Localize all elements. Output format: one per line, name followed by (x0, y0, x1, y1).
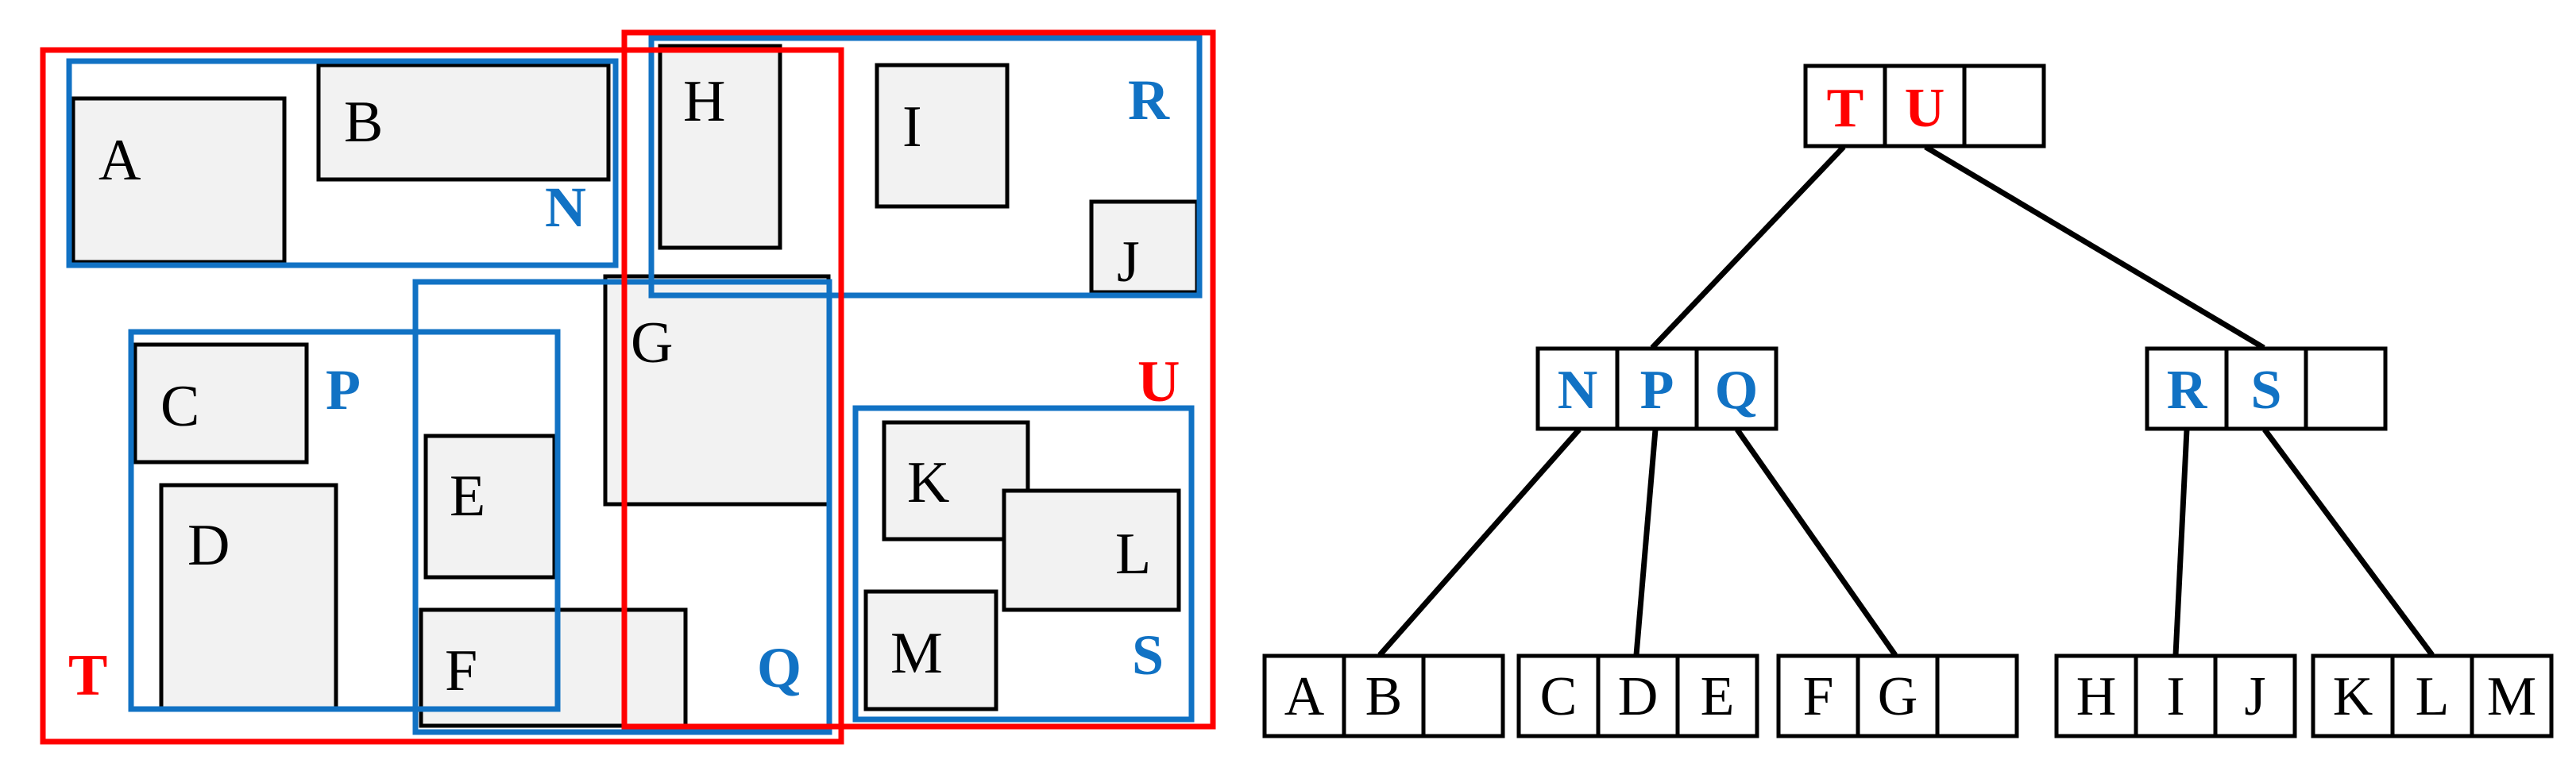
leaf-entry-J: J (2244, 666, 2265, 727)
object-label-H: H (683, 69, 725, 134)
object-C: C (133, 342, 309, 465)
object-D: D (159, 483, 338, 711)
level2-mbrs: N P Q R S (66, 35, 1203, 735)
leaf-entry-M: M (2487, 666, 2536, 727)
leaf-node-HIJ: H I J (2054, 653, 2297, 738)
object-label-J: J (1117, 229, 1140, 295)
mbr-label-Q: Q (757, 636, 801, 700)
mbr-R: R (648, 35, 1203, 299)
edge-S-to-KLM (2262, 427, 2435, 657)
leaf-entry-C: C (1540, 666, 1578, 727)
object-label-F: F (445, 638, 477, 704)
mbr-label-U: U (1137, 349, 1180, 414)
leaf-entry-F: F (1803, 666, 1834, 727)
mbr-label-N: N (545, 175, 586, 239)
level1-mbrs: T U (40, 29, 1216, 745)
mbr-label-T: T (68, 643, 107, 708)
mbr-P: P (128, 329, 561, 712)
leaf-entry-H: H (2076, 666, 2117, 727)
internal-node-NPQ: N P Q (1535, 346, 1778, 431)
mbr-label-R: R (1128, 68, 1170, 132)
object-G: G (603, 274, 831, 507)
object-label-G: G (631, 310, 673, 376)
object-label-K: K (907, 450, 949, 515)
tree-edges (1377, 144, 2435, 657)
object-label-I: I (902, 94, 922, 160)
object-H: H (658, 44, 782, 250)
object-label-E: E (450, 464, 485, 529)
root-entry-T: T (1827, 78, 1864, 139)
leaf-node-CDE: C D E (1516, 653, 1759, 738)
object-label-D: D (187, 513, 230, 578)
root-node: T U (1803, 64, 2046, 148)
leaf-node-ABx: A B (1262, 653, 1505, 738)
leaf-entry-L: L (2416, 666, 2450, 727)
mbr-S: S (852, 405, 1195, 723)
object-B: B (316, 63, 611, 182)
object-M: M (863, 589, 998, 711)
edge-P-to-CDE (1633, 429, 1659, 656)
internal-entry-Q: Q (1715, 360, 1758, 421)
object-label-L: L (1115, 522, 1151, 587)
leaf-entry-I: I (2166, 666, 2184, 727)
leaf-entry-B: B (1365, 666, 1403, 727)
leaf-entry-D: D (1618, 666, 1659, 727)
object-L: L (1002, 488, 1181, 612)
edge-Q-to-FG (1735, 427, 1898, 657)
internal-entry-S: S (2251, 360, 2282, 421)
mbr-U: U (621, 29, 1216, 730)
object-J: J (1089, 199, 1199, 295)
mbr-label-S: S (1132, 623, 1164, 687)
leaf-entry-G: G (1878, 666, 1918, 727)
object-I: I (875, 63, 1010, 209)
leaf-entry-K: K (2333, 666, 2373, 727)
mbr-T: T (40, 47, 844, 745)
edge-U-to-RS (1924, 144, 2265, 351)
root-entry-U: U (1905, 78, 1945, 139)
rtree-structure: T U N P Q R S A B (1262, 64, 2554, 738)
object-label-M: M (890, 621, 943, 686)
edge-T-to-NPQ (1650, 145, 1846, 350)
mbr-N: N (66, 58, 619, 268)
edge-R-to-HIJ (2172, 429, 2190, 656)
mbr-label-P: P (326, 358, 361, 422)
edge-N-to-AB (1377, 427, 1582, 657)
data-objects: A B C D E F G (71, 44, 1199, 728)
internal-node-RS: R S (2145, 346, 2388, 431)
leaf-entry-E: E (1701, 666, 1735, 727)
object-label-A: A (98, 128, 141, 193)
object-label-B: B (344, 90, 383, 155)
object-A: A (71, 96, 287, 264)
internal-entry-P: P (1640, 360, 1674, 421)
object-E: E (423, 434, 557, 580)
spatial-layout: A B C D E F G (40, 29, 1216, 745)
leaf-node-KLM: K L M (2311, 653, 2554, 738)
leaf-node-FGx: F G (1776, 653, 2019, 738)
leaf-entry-A: A (1284, 666, 1325, 727)
internal-entry-N: N (1558, 360, 1598, 421)
object-label-C: C (160, 374, 199, 439)
internal-entry-R: R (2167, 360, 2208, 421)
